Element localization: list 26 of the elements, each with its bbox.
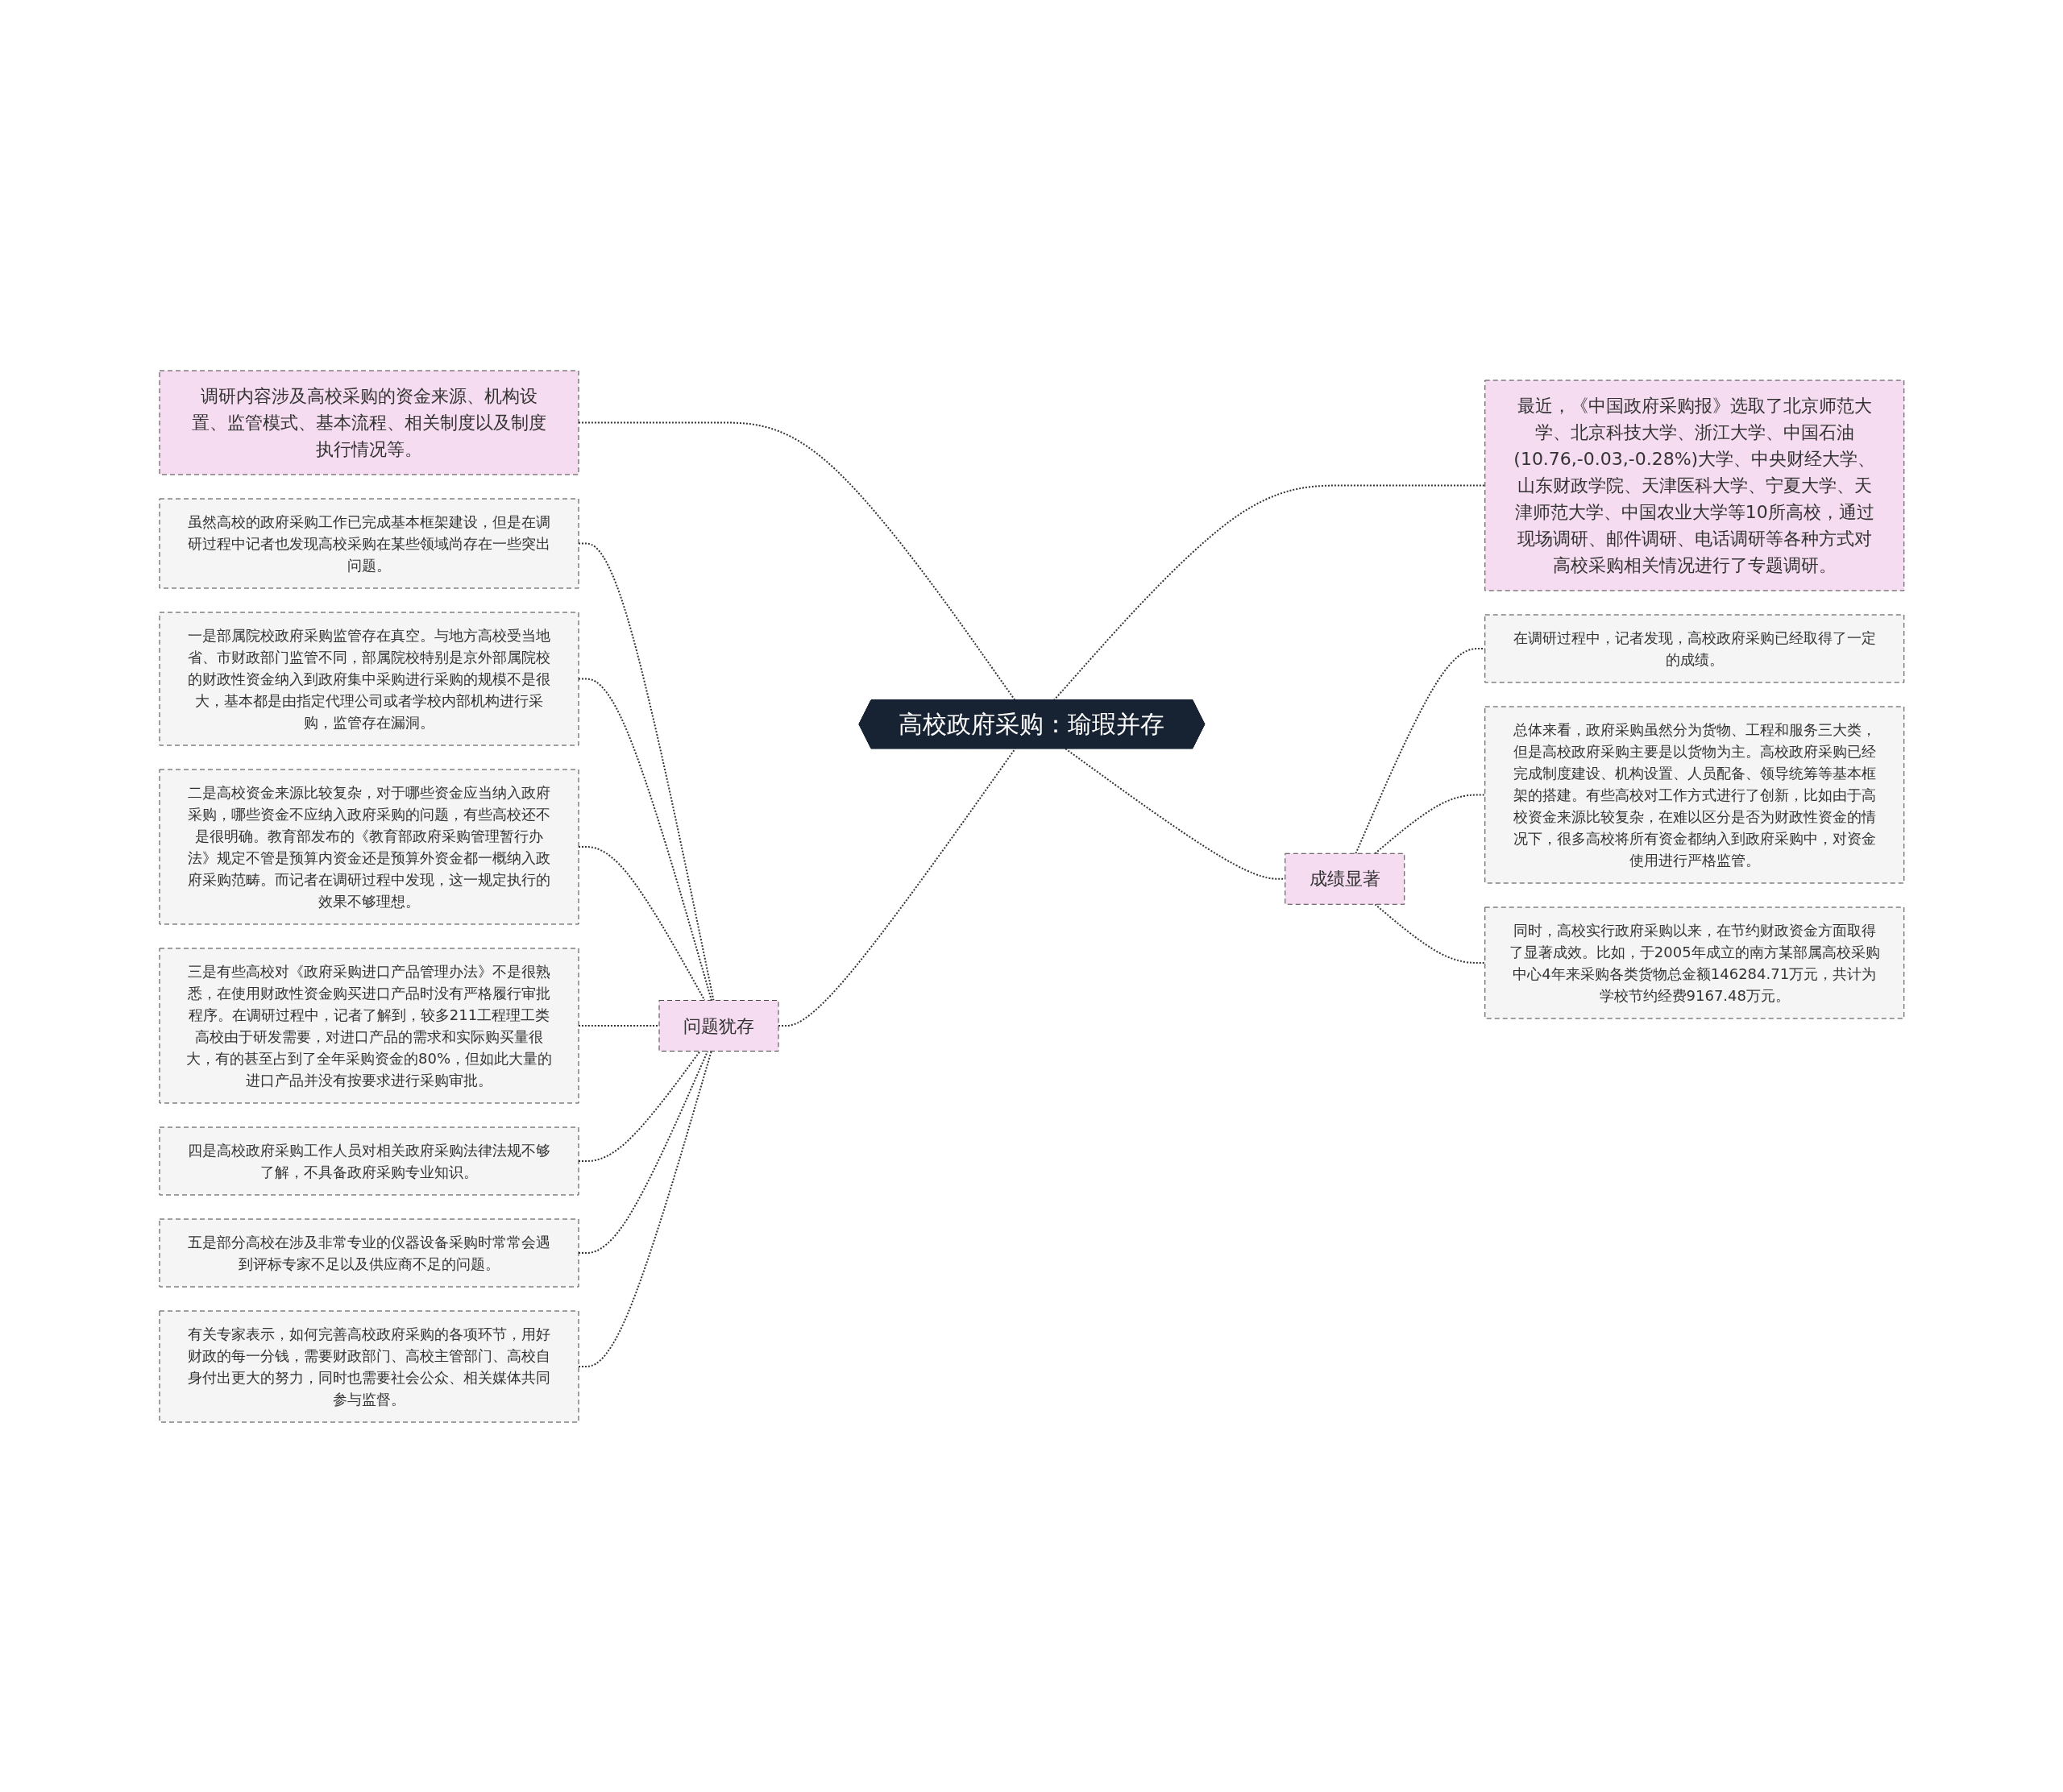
node-box: 虽然高校的政府采购工作已完成基本框架建设，但是在调研过程中记者也发现高校采购在某些领域尚存在一些突出问题。 — [159, 498, 579, 588]
node-box: 二是高校资金来源比较复杂，对于哪些资金应当纳入政府采购，哪些资金不应纳入政府采购的问题，有些高校还不是很明确。教育部发布的《教育部政府采购管理暂行办法》规定不管是预算内资金还是预算外资金都一概纳入政府采购范畴。而记者在调研过程中发现，这一规定执行的效果不够理想。 — [159, 769, 579, 924]
node-box: 在调研过程中，记者发现，高校政府采购已经取得了一定的成绩。 — [1484, 614, 1904, 682]
connector — [577, 421, 1016, 701]
node-box: 一是部属院校政府采购监管存在真空。与地方高校受当地省、市财政部门监管不同，部属院校特别是京外部属院校的财政性资金纳入到政府集中采购进行采购的规模不是很大，基本都是由指定代理公司或者学校内部机构进行采购，监管存在漏洞。 — [159, 612, 579, 745]
connector — [1052, 484, 1486, 701]
node-box: 三是有些高校对《政府采购进口产品管理办法》不是很熟悉，在使用财政性资金购买进口产品时没有严格履行审批程序。在调研过程中，记者了解到，较多211工程理工类高校由于研发需要，对进口产品的需求和实际购买量很大，有的甚至占到了全年采购资金的80%，但如此大量的进口产品并没有按要求进行采购审批。 — [159, 948, 579, 1103]
connector — [577, 542, 715, 1001]
node-box: 成绩显著 — [1284, 852, 1405, 905]
connector — [577, 1050, 708, 1254]
connector — [1355, 647, 1486, 854]
node-box: 五是部分高校在涉及非常专业的仪器设备采购时常常会遇到评标专家不足以及供应商不足的问题。 — [159, 1218, 579, 1287]
connector — [577, 1050, 701, 1162]
connector — [1064, 747, 1286, 880]
node-box: 问题犹存 — [658, 999, 779, 1052]
connector — [577, 1024, 660, 1027]
connector — [577, 1050, 712, 1367]
connector — [1373, 902, 1486, 964]
node-box: 同时，高校实行政府采购以来，在节约财政资金方面取得了显著成效。比如，于2005年成立的南方某部属高校采购中心4年来采购各类货物总金额146284.71万元，共计为学校节约经费9167.48万元。 — [1484, 906, 1904, 1018]
node-box: 有关专家表示，如何完善高校政府采购的各项环节，用好财政的每一分钱，需要财政部门、高校主管部门、高校自身付出更大的努力，同时也需要社会公众、相关媒体共同参与监督。 — [159, 1310, 579, 1422]
connector — [577, 845, 706, 1001]
node-box: 四是高校政府采购工作人员对相关政府采购法律法规不够了解，不具备政府采购专业知识。 — [159, 1126, 579, 1195]
node-box: 最近，《中国政府采购报》选取了北京师范大学、北京科技大学、浙江大学、中国石油(10.76,-0.03,-0.28%)大学、中央财经大学、山东财政学院、天津医科大学、宁夏大学、天津师范大学、中国农业大学等10所高校，通过现场调研、邮件调研、电话调研等各种方式对高校采购相关情况进行了专题调研。 — [1484, 380, 1904, 591]
node-box: 调研内容涉及高校采购的资金来源、机构设置、监管模式、基本流程、相关制度以及制度执行情况等。 — [159, 370, 579, 475]
connector — [577, 678, 712, 1001]
node-box: 总体来看，政府采购虽然分为货物、工程和服务三大类，但是高校政府采购主要是以货物为主。高校政府采购已经完成制度建设、机构设置、人员配备、领导统筹等基本框架的搭建。有些高校对工作方式进行了创新，比如由于高校资金来源比较复杂，在难以区分是否为财政性资金的情况下，很多高校将所有资金都纳入到政府采购中，对资金使用进行严格监管。 — [1484, 706, 1904, 883]
